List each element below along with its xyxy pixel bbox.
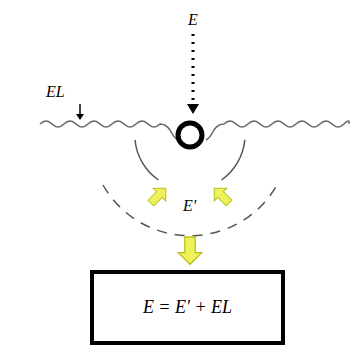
energy-label: E′	[183, 198, 196, 214]
wavefront-arc	[222, 140, 245, 180]
loss-arrowhead	[76, 114, 84, 120]
equation-text: E = E′ + EL	[143, 297, 232, 318]
wavefront-arc	[135, 140, 159, 180]
surface-wave-left	[40, 121, 178, 140]
incident-arrow	[192, 34, 195, 104]
equation-box: E = E′ + EL	[90, 270, 285, 345]
energy-arrow	[208, 182, 236, 210]
energy-arrow	[178, 237, 201, 264]
particle-ring	[178, 123, 202, 147]
incident-arrowhead	[187, 104, 199, 114]
energy-label: EL	[46, 84, 65, 100]
surface-wave-right	[206, 121, 349, 140]
loss-arrow	[79, 104, 81, 115]
wavefront-arc-dashed	[103, 185, 277, 236]
energy-arrow	[145, 182, 173, 210]
energy-label: E	[188, 12, 198, 28]
